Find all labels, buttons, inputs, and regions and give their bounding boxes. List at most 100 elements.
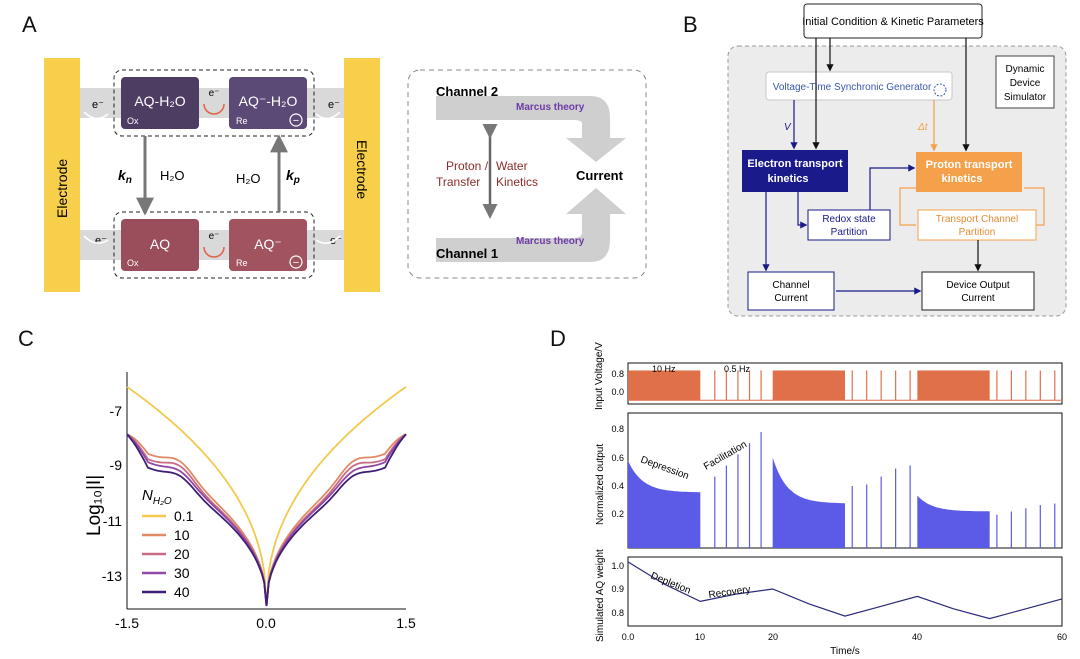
c-ytick-3: -11: [103, 513, 122, 529]
c-curve-0.1-neg: [126, 386, 268, 607]
left-electrode-label: Electrode: [54, 159, 70, 218]
c-ytick-2: -9: [110, 457, 123, 473]
channel-2-label: Channel 2: [436, 84, 498, 99]
generator-box: [765, 71, 953, 101]
d-recovery-label: Recovery: [708, 584, 751, 601]
panel-d: D Input Voltage/V 0.8 0.0 10 Hz 0.5 Hz N…: [550, 326, 1067, 657]
d-xlabel: Time/s: [830, 646, 860, 657]
device-output-line-2: Current: [961, 293, 995, 304]
d-bot-ylabel: Simulated AQ weight: [595, 549, 606, 642]
panel-letter-d: D: [550, 326, 566, 351]
state-aq-re: [229, 219, 307, 271]
d-top-ylabel: Input Voltage/V: [594, 342, 605, 410]
exchange-electron-bottom: e⁻: [209, 231, 220, 242]
d-mid-ytick-3: 0.4: [611, 481, 624, 491]
marcus-label-top: Marcus theory: [516, 102, 585, 113]
bottom-state-group: [113, 211, 315, 279]
c-legend-label-10: 10: [174, 527, 190, 543]
ox-tag-top: Ox: [127, 116, 139, 126]
d-xtick-20: 20: [768, 632, 778, 642]
v-label: V: [784, 122, 792, 133]
d-xtick-0: 0.0: [622, 632, 635, 642]
panel-letter-c: C: [18, 326, 34, 351]
d-mid-plot: [628, 432, 1056, 548]
c-curve-30-neg: [126, 433, 268, 607]
d-depression-label: Depression: [639, 454, 690, 482]
redox-partition-box: [807, 209, 891, 241]
generator-gear-icon: [933, 83, 947, 97]
exchange-arc-bottom: [203, 246, 225, 258]
c-curve-40-pos: [265, 433, 407, 607]
c-legend-label-0.1: 0.1: [174, 508, 194, 524]
water-label-right: H₂O: [236, 171, 261, 186]
re-tag-top: Re: [236, 116, 248, 126]
channel-1-label: Channel 1: [436, 246, 498, 261]
electron-curl-top-right: [315, 111, 341, 120]
d-top-ytick-1: 0.8: [611, 369, 624, 379]
c-curve-10-pos: [265, 433, 407, 607]
re-tag-bottom: Re: [236, 258, 248, 268]
panel-a: A Electrode Electrode e⁻ e⁻ e⁻ e⁻ AQ-H₂O…: [22, 12, 647, 292]
top-state-group: [113, 69, 315, 137]
kinetics-right-1: Water: [496, 159, 528, 173]
minus-circle-bottom: [289, 255, 303, 269]
state-aq-h2o-ox-label: AQ-H₂O: [134, 93, 185, 109]
d-mid-ytick-1: 0.8: [611, 424, 624, 434]
channel-current-box: [747, 271, 835, 311]
d-freq-10hz: 10 Hz: [652, 364, 676, 374]
c-ytick-1: -7: [110, 403, 123, 419]
d-top-plot: [628, 370, 1062, 401]
transport-channel-line-1: Transport Channel: [936, 214, 1018, 225]
device-output-box: [921, 271, 1035, 311]
channel-1-band: [436, 188, 626, 262]
d-bot-weight-line: [627, 561, 1063, 620]
exchange-arc-top: [203, 103, 225, 115]
kinetics-left-1: Proton /: [446, 159, 489, 173]
initial-condition-label: Initial Condition & Kinetic Parameters: [802, 16, 984, 28]
d-bot-plot: [627, 561, 1063, 620]
simulator-tag-line-2: Device: [1010, 78, 1041, 89]
c-xtick-3: 1.5: [396, 615, 416, 631]
kp-label: kp: [286, 167, 300, 186]
c-curve-20-pos: [265, 433, 407, 607]
generator-label: Voltage-Time Synchronic Generator: [773, 82, 932, 93]
d-top-block-2: [917, 370, 990, 401]
c-curve-40-neg: [126, 433, 268, 607]
marcus-label-bottom: Marcus theory: [516, 236, 585, 247]
d-mid-ytick-2: 0.6: [611, 453, 624, 463]
d-top-block-0: [628, 370, 701, 401]
electron-curl-bottom-right: [315, 235, 341, 244]
d-top-block-1: [772, 370, 845, 401]
simulator-tag-line-3: Simulator: [1004, 92, 1047, 103]
proton-transport-line-2: kinetics: [942, 173, 983, 185]
panel-letter-b: B: [683, 12, 698, 37]
transport-channel-line-1b: Partition: [959, 227, 996, 238]
d-xtick-60: 60: [1057, 632, 1067, 642]
minus-sign-top: −: [293, 115, 299, 127]
minus-sign-bottom: −: [293, 257, 299, 269]
proton-transport-line-1: Proton transport: [926, 159, 1013, 171]
device-output-line-1: Device Output: [946, 280, 1010, 291]
c-legend-label-40: 40: [174, 584, 190, 600]
d-facilitation-label: Facilitation: [702, 439, 749, 472]
kinetics-left-2: Transfer: [436, 175, 480, 189]
arrow-redox-to-proton: [869, 164, 916, 210]
d-mid-block-0: [628, 460, 701, 548]
panel-b: B Initial Condition & Kinetic Parameters…: [683, 3, 1067, 317]
state-aq-h2o-re-label: AQ⁻-H₂O: [239, 93, 298, 109]
d-bot-frame: [627, 556, 1063, 627]
c-curves: [126, 386, 407, 607]
current-label: Current: [576, 168, 624, 183]
c-xtick-1: -1.5: [115, 615, 139, 631]
state-aq-h2o-re: [229, 77, 307, 129]
channel-diagram: [407, 69, 647, 279]
d-xtick-10: 10: [695, 632, 705, 642]
electron-label-bottom-right: e⁻: [330, 235, 342, 247]
right-electrode-label: Electrode: [354, 140, 370, 199]
panel-c: C Log₁₀|I| -1.5 0.0 1.5 -7 -9 -11 -13 NH…: [18, 326, 416, 631]
d-depletion-label: Depletion: [649, 571, 692, 597]
electron-label-top-left: e⁻: [92, 99, 104, 111]
d-mid-block-2: [917, 495, 990, 548]
c-curve-20-neg: [126, 433, 268, 607]
water-label-left: H₂O: [160, 168, 185, 183]
